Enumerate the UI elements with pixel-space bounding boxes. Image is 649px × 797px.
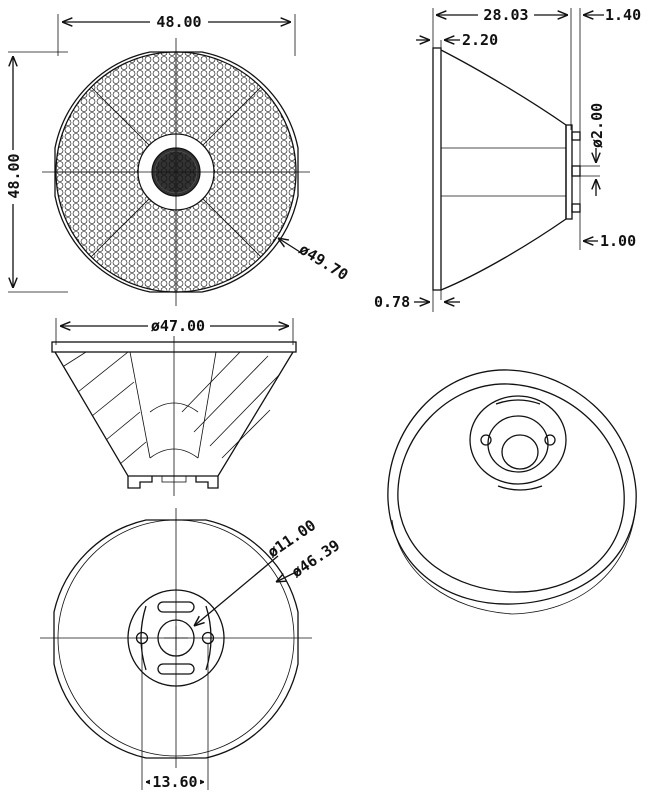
elevation-hatching — [63, 351, 281, 465]
iso-rim-outer — [387, 369, 637, 605]
front-view: 48.00 48.00 ø49.70 — [4, 12, 351, 306]
front-outline — [54, 51, 299, 293]
rear-boss — [127, 589, 225, 687]
iso-boss-ring — [469, 395, 567, 485]
front-diameter-label: ø49.70 — [296, 240, 351, 284]
side-cone — [440, 49, 567, 291]
rear-slot-bottom — [157, 663, 195, 675]
front-width-label: 48.00 — [156, 13, 201, 31]
side-rim — [432, 47, 442, 291]
rear-slot-top — [157, 601, 195, 613]
front-height-label: 48.00 — [5, 153, 23, 198]
side-pin-center — [571, 165, 581, 177]
iso-pin-left — [480, 434, 492, 446]
rear-outline — [53, 519, 299, 759]
iso-center-lens — [501, 434, 539, 470]
side-rear-boss — [565, 124, 573, 220]
side-rim-thickness-label: 2.20 — [462, 31, 498, 49]
iso-pin-right — [544, 434, 556, 446]
elevation-view: ø47.00 — [51, 316, 297, 496]
rear-view: ø11.00 ø46.39 13.60 — [40, 508, 343, 792]
side-pin-diameter-label: ø2.00 — [588, 103, 606, 148]
elevation-diameter-label: ø47.00 — [151, 317, 205, 335]
side-view: 28.03 1.40 2.20 ø2.00 1.00 0.78 — [374, 5, 641, 312]
side-base-offset-label: 0.78 — [374, 293, 410, 311]
side-top-offset-label: 1.40 — [605, 6, 641, 24]
side-pin-length-label: 1.00 — [600, 232, 636, 250]
rear-pin-spacing-label: 13.60 — [152, 773, 197, 791]
side-depth-label: 28.03 — [483, 6, 528, 24]
isometric-view — [387, 369, 637, 615]
iso-inner-surface — [397, 383, 625, 593]
side-pin-top — [571, 131, 581, 141]
elevation-base — [127, 476, 219, 489]
side-pin-bottom — [571, 203, 581, 213]
